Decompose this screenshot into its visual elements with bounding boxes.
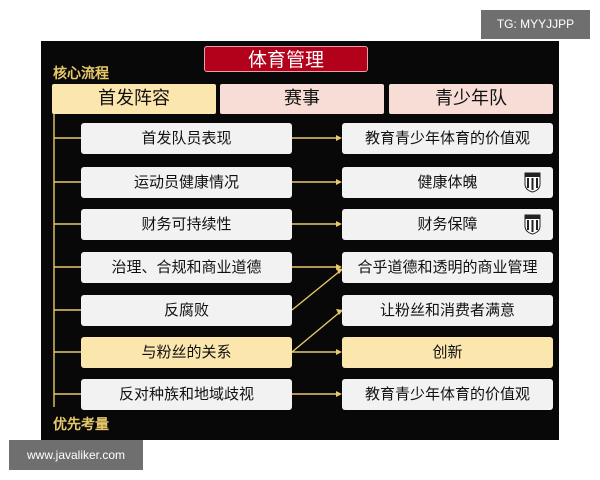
watermark-top: TG: MYYJJPP bbox=[481, 10, 590, 39]
left-item: 运动员健康情况 bbox=[81, 167, 292, 198]
core-process-label: 核心流程 bbox=[53, 66, 109, 82]
right-item: 教育青少年体育的价值观 bbox=[342, 123, 553, 154]
left-item: 财务可持续性 bbox=[81, 209, 292, 240]
header-youth-team: 青少年队 bbox=[389, 84, 553, 114]
right-item: 合乎道德和透明的商业管理 bbox=[342, 252, 553, 283]
right-item-label: 财务保障 bbox=[417, 215, 478, 233]
header-events: 赛事 bbox=[220, 84, 384, 114]
right-item-label: 健康体魄 bbox=[417, 173, 478, 191]
left-item: 治理、合规和商业道德 bbox=[81, 252, 292, 283]
left-item: 首发队员表现 bbox=[81, 123, 292, 154]
watermark-url: www.javaliker.com bbox=[9, 440, 143, 470]
right-item-finance: 财务保障 bbox=[342, 209, 553, 240]
left-item: 反腐败 bbox=[81, 295, 292, 326]
left-item: 反对种族和地域歧视 bbox=[81, 379, 292, 410]
club-crest-icon bbox=[524, 214, 541, 235]
priority-considerations-label: 优先考量 bbox=[53, 417, 109, 433]
right-item: 让粉丝和消费者满意 bbox=[342, 295, 553, 326]
right-item: 创新 bbox=[342, 337, 553, 368]
diagram-title: 体育管理 bbox=[204, 46, 368, 72]
header-starting-lineup: 首发阵容 bbox=[52, 84, 216, 114]
club-crest-icon bbox=[524, 172, 541, 193]
right-item: 教育青少年体育的价值观 bbox=[342, 379, 553, 410]
left-item: 与粉丝的关系 bbox=[81, 337, 292, 368]
right-item-health: 健康体魄 bbox=[342, 167, 553, 198]
